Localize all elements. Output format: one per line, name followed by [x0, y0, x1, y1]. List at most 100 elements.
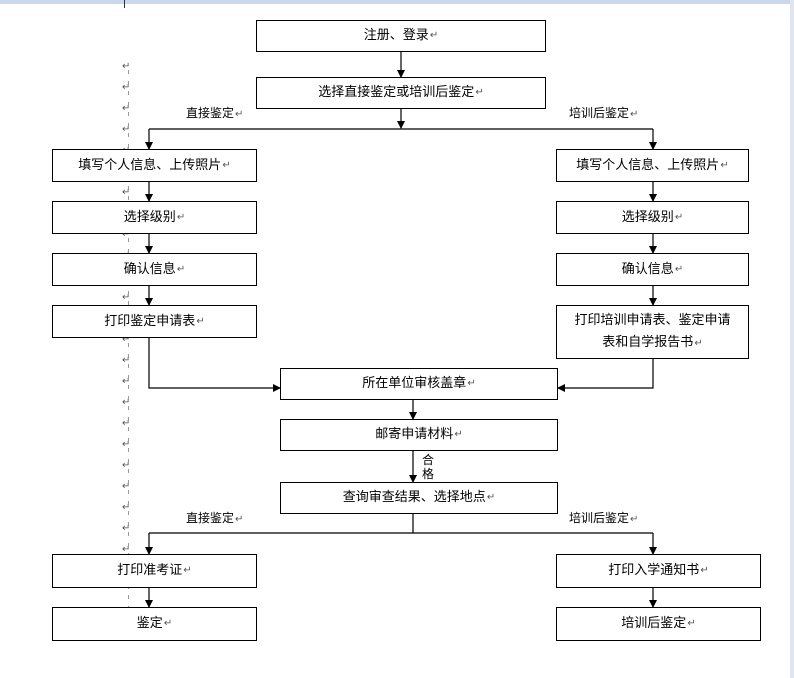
- paragraph-mark: ↵: [630, 514, 639, 525]
- paragraph-mark: ↵: [222, 159, 231, 171]
- post-training-appraisal-step: 培训后鉴定↵: [556, 607, 761, 641]
- choose-path-text: 选择直接鉴定或培训后鉴定: [318, 85, 475, 100]
- margin-dash: [128, 511, 129, 515]
- paragraph-mark: ↵: [467, 378, 476, 389]
- margin-paragraph-mark: ↵: [122, 187, 131, 198]
- margin-paragraph-mark: ↵: [122, 355, 131, 366]
- right-select-level-text: 选择级别: [621, 209, 674, 225]
- unit-review-text: 所在单位审核盖章: [362, 376, 467, 391]
- margin-dash: [128, 353, 129, 358]
- margin-dash: [128, 133, 129, 137]
- margin-dash: [128, 542, 129, 547]
- paragraph-mark: ↵: [475, 87, 484, 98]
- right-print-form-step: 打印培训申请表、鉴定申请 表和自学报告书↵: [556, 305, 749, 359]
- paragraph-mark: ↵: [235, 109, 244, 120]
- pass-label-char-2: 格: [421, 467, 434, 481]
- margin-dash: [128, 458, 129, 463]
- paragraph-mark: ↵: [720, 159, 729, 171]
- branch-label-direct-2-text: 直接鉴定: [186, 511, 235, 525]
- margin-dash: [128, 532, 129, 536]
- margin-dash: [128, 91, 129, 95]
- margin-dash: [128, 290, 129, 295]
- ruler-tick: [124, 0, 125, 8]
- margin-dash: [128, 343, 129, 347]
- margin-dash: [128, 143, 129, 148]
- margin-dash: [128, 479, 129, 484]
- margin-dash: [128, 70, 129, 74]
- paragraph-mark: ↵: [486, 492, 496, 503]
- right-select-level-step: 选择级别↵: [556, 201, 749, 234]
- margin-dash: [128, 490, 129, 494]
- margin-paragraph-mark: ↵: [122, 418, 131, 429]
- arrow-right-merge: [557, 359, 654, 392]
- margin-dash: [128, 80, 129, 85]
- paragraph-mark: ↵: [176, 211, 186, 223]
- margin-paragraph-mark: ↵: [122, 397, 131, 408]
- margin-dash: [128, 500, 129, 505]
- paragraph-mark: ↵: [196, 315, 205, 327]
- right-confirm-step: 确认信息↵: [556, 253, 749, 286]
- margin-paragraph-mark: ↵: [122, 460, 131, 471]
- paragraph-mark: ↵: [429, 30, 439, 41]
- appraisal-step: 鉴定↵: [52, 607, 257, 641]
- left-select-level-step: 选择级别↵: [52, 201, 257, 234]
- margin-dash: [128, 406, 129, 410]
- arrow-left-merge: [148, 338, 281, 392]
- register-step: 注册、登录↵: [256, 20, 546, 52]
- print-enrollment-step: 打印入学通知书↵: [556, 554, 761, 588]
- margin-paragraph-mark: ↵: [122, 103, 131, 114]
- unit-review-step: 所在单位审核盖章↵: [280, 368, 558, 400]
- margin-paragraph-mark: ↵: [122, 82, 131, 93]
- margin-dash: [128, 238, 129, 242]
- paragraph-mark: ↵: [630, 109, 639, 120]
- margin-dash: [128, 112, 129, 116]
- margin-dash: [128, 301, 129, 305]
- pass-label: 合 格: [421, 453, 435, 481]
- branch-label-direct-text: 直接鉴定: [186, 106, 235, 120]
- paragraph-mark: ↵: [235, 514, 244, 525]
- margin-dash: [128, 427, 129, 431]
- margin-paragraph-mark: ↵: [122, 229, 131, 240]
- paragraph-mark: ↵: [176, 263, 186, 275]
- margin-dash: [128, 521, 129, 526]
- left-fill-info-step: 填写个人信息、上传照片↵: [52, 149, 257, 182]
- paragraph-mark: ↵: [674, 263, 684, 275]
- left-fill-info-text: 填写个人信息、上传照片: [78, 157, 222, 173]
- paragraph-mark: ↵: [674, 211, 684, 223]
- paragraph-mark: ↵: [163, 618, 173, 629]
- margin-paragraph-mark: ↵: [122, 439, 131, 450]
- choose-path-step: 选择直接鉴定或培训后鉴定↵: [256, 77, 546, 109]
- branch-label-training: 培训后鉴定↵: [569, 106, 638, 122]
- margin-paragraph-mark: ↵: [122, 61, 131, 72]
- branch-label-training-2-text: 培训后鉴定: [569, 511, 630, 525]
- branch-label-direct-2: 直接鉴定↵: [186, 511, 243, 527]
- margin-paragraph-mark: ↵: [122, 334, 131, 345]
- right-confirm-text: 确认信息: [621, 261, 674, 277]
- margin-paragraph-mark: ↵: [122, 481, 131, 492]
- mail-materials-text: 邮寄申请材料: [375, 427, 454, 442]
- window-right-edge: [790, 0, 794, 678]
- margin-dash: [128, 196, 129, 200]
- paragraph-mark: ↵: [694, 337, 703, 349]
- pass-label-char-1: 合: [421, 453, 434, 467]
- margin-dash: [128, 101, 129, 106]
- branch-label-training-text: 培训后鉴定: [569, 106, 630, 120]
- appraisal-text: 鉴定: [136, 616, 163, 631]
- post-training-appraisal-text: 培训后鉴定: [621, 616, 687, 631]
- right-fill-info-text: 填写个人信息、上传照片: [576, 157, 720, 173]
- paragraph-mark: ↵: [687, 618, 696, 629]
- margin-dash: [128, 448, 129, 452]
- branch-label-direct: 直接鉴定↵: [186, 106, 243, 122]
- print-admission-step: 打印准考证↵: [52, 554, 257, 588]
- left-print-form-text: 打印鉴定申请表: [104, 313, 196, 329]
- mail-materials-step: 邮寄申请材料↵: [280, 419, 558, 451]
- margin-dash: [128, 416, 129, 421]
- margin-paragraph-mark: ↵: [122, 124, 131, 135]
- window-top-bar: [0, 0, 794, 4]
- query-result-step: 查询审查结果、选择地点↵: [280, 482, 558, 514]
- margin-dash: [128, 595, 129, 599]
- left-confirm-text: 确认信息: [123, 261, 176, 277]
- margin-dash: [128, 248, 129, 253]
- paragraph-mark: ↵: [454, 429, 463, 440]
